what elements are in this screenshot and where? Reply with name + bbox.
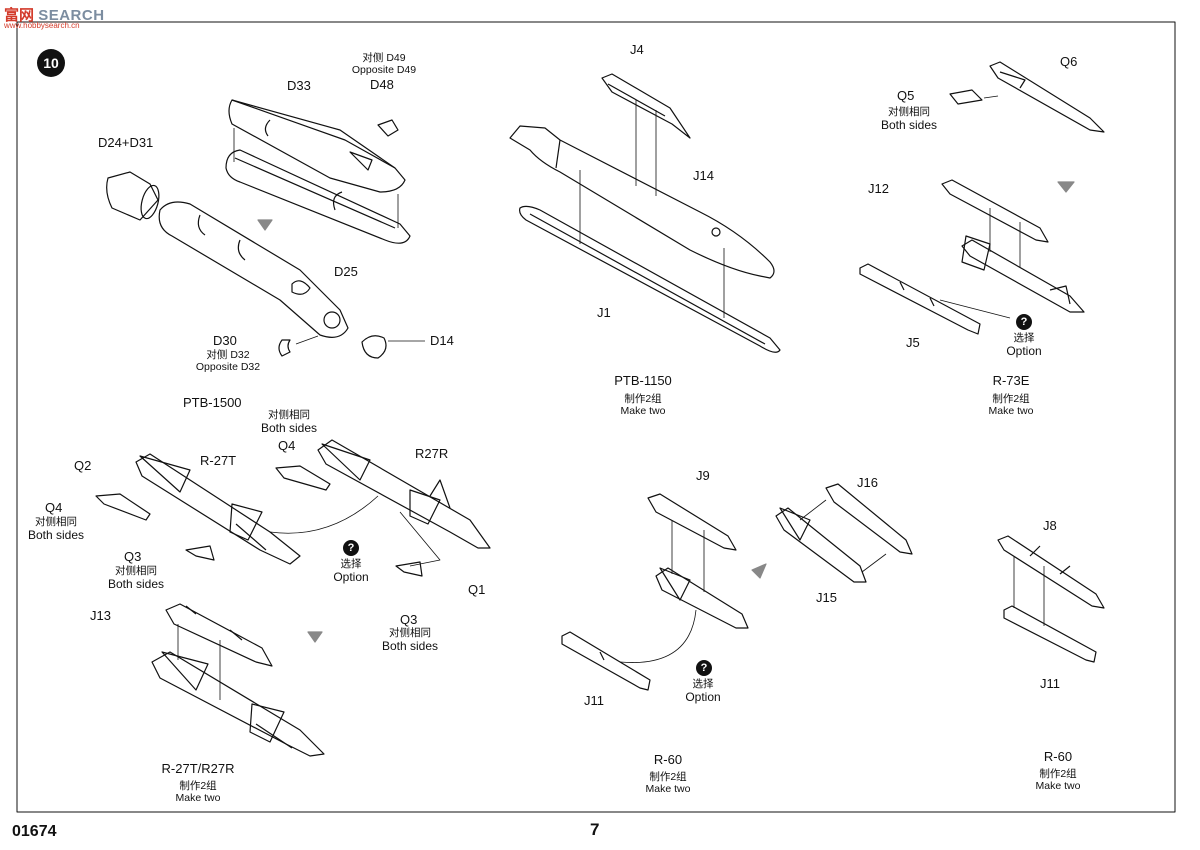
part-note-en: Both sides: [27, 528, 85, 542]
part-note-cn: 对侧相同: [114, 565, 157, 577]
part-label-j12: J12: [868, 181, 889, 196]
option-note-en: Option: [333, 570, 369, 584]
assembly-title-r27tr: R-27T/R27R: [161, 761, 235, 776]
part-label-j11-b: J11: [1040, 676, 1060, 691]
page-border: [16, 21, 1176, 813]
make-count-cn: 制作2组: [179, 780, 217, 792]
part-label-j14: J14: [693, 168, 714, 183]
assembly-title-ptb1500: PTB-1500: [183, 395, 242, 410]
make-count-en: Make two: [175, 792, 221, 804]
part-label-d14: D14: [430, 333, 454, 348]
make-count-cn: 制作2组: [992, 393, 1030, 405]
r27-drawing: [95, 439, 491, 643]
part-label-j13: J13: [90, 608, 111, 623]
part-note-en: Both sides: [260, 421, 318, 435]
part-label-r27t: R-27T: [200, 453, 237, 468]
part-label-j11-a: J11: [584, 693, 604, 708]
make-count-en: Make two: [620, 405, 666, 417]
assembly-title-ptb1150: PTB-1150: [614, 373, 672, 388]
make-count-en: Make two: [1035, 780, 1081, 792]
part-label-j5: J5: [906, 335, 920, 350]
make-count-en: Make two: [988, 405, 1034, 417]
r60a-drawing: [561, 483, 913, 691]
option-note-cn: 选择: [340, 558, 362, 570]
part-label-r27r: R27R: [415, 446, 449, 461]
option-note-en: Option: [1006, 344, 1042, 358]
part-label-j9: J9: [696, 468, 710, 483]
ptb1500-drawing: [106, 99, 425, 359]
assembly-note-r60-b: 制作2组 Make two: [1036, 768, 1081, 792]
watermark-domain: www.hobbysearch.cn: [4, 21, 80, 30]
part-label-q1: Q1: [468, 582, 486, 597]
assembly-note-r27tr: 制作2组 Make two: [176, 780, 221, 804]
part-label-j8: J8: [1043, 518, 1057, 533]
option-icon: ?: [343, 540, 359, 556]
part-note-q3-right: 对侧相同 Both sides: [382, 627, 438, 653]
product-code: 01674: [12, 823, 57, 840]
part-note-d49-cn: 对侧 D49: [362, 52, 406, 64]
part-label-q3-left: Q3: [124, 549, 142, 564]
part-label-q3-right: Q3: [400, 612, 418, 627]
watermark-logo: 富网 SEARCH www.hobbysearch.cn: [4, 4, 105, 30]
part-note-d49: 对侧 D49 Opposite D49: [352, 52, 416, 76]
part-label-q4-mid: Q4: [278, 438, 296, 453]
part-label-d33: D33: [287, 78, 311, 93]
part-label-j16: J16: [857, 475, 878, 490]
option-note-cn: 选择: [692, 678, 714, 690]
ptb1150-drawing: [509, 73, 781, 353]
watermark-brand-cn: 富: [4, 7, 20, 24]
option-note-en: Option: [685, 690, 721, 704]
option-note-r73e: 选择 Option: [1006, 332, 1041, 358]
part-label-q6: Q6: [1060, 54, 1078, 69]
part-label-j15: J15: [816, 590, 837, 605]
part-note-en: Both sides: [381, 639, 439, 653]
part-note-q4-mid: 对侧相同 Both sides: [261, 409, 317, 435]
r73e-drawing: [859, 61, 1105, 335]
part-label-d48: D48: [370, 77, 394, 92]
part-label-q5: Q5: [897, 88, 915, 103]
assembly-title-r73e: R-73E: [992, 373, 1030, 388]
part-label-q2: Q2: [74, 458, 92, 473]
assembly-note-ptb1150: 制作2组 Make two: [621, 393, 666, 417]
part-label-d25: D25: [334, 264, 358, 279]
part-note-d32-en: Opposite D32: [195, 361, 261, 373]
watermark-brand-mid: 网: [19, 7, 35, 24]
part-note-q5-cn: 对侧相同: [887, 106, 930, 118]
assembly-note-r60-a: 制作2组 Make two: [646, 771, 691, 795]
part-label-d30: D30: [213, 333, 237, 348]
assembly-title-r60-b: R-60: [1043, 749, 1073, 764]
watermark-brand-en: SEARCH: [38, 7, 105, 24]
page-number: 7: [590, 820, 600, 839]
part-note-cn: 对侧相同: [267, 409, 310, 421]
part-note-d32-cn: 对侧 D32: [206, 349, 250, 361]
part-note-d32: 对侧 D32 Opposite D32: [196, 349, 260, 373]
step-number-badge: 10: [37, 49, 65, 77]
r27tr-drawing: [151, 603, 325, 757]
r60b-drawing: [997, 535, 1105, 663]
part-note-en: Both sides: [107, 577, 165, 591]
option-note-r27: 选择 Option: [333, 558, 368, 584]
part-note-q4-left: 对侧相同 Both sides: [28, 516, 84, 542]
part-label-q4-left: Q4: [45, 500, 63, 515]
part-label-j4: J4: [630, 42, 644, 57]
option-note-r60: 选择 Option: [685, 678, 720, 704]
part-label-d24-d31: D24+D31: [98, 135, 154, 150]
make-count-cn: 制作2组: [649, 771, 687, 783]
make-count-cn: 制作2组: [1039, 768, 1077, 780]
make-count-en: Make two: [645, 783, 691, 795]
part-note-cn: 对侧相同: [388, 627, 431, 639]
make-count-cn: 制作2组: [624, 393, 662, 405]
part-label-j1: J1: [597, 305, 611, 320]
part-note-d49-en: Opposite D49: [351, 64, 417, 76]
part-note-q3-left: 对侧相同 Both sides: [108, 565, 164, 591]
assembly-title-r60-a: R-60: [653, 752, 683, 767]
part-note-q5: 对侧相同 Both sides: [881, 106, 937, 132]
assembly-note-r73e: 制作2组 Make two: [989, 393, 1034, 417]
option-icon: ?: [696, 660, 712, 676]
part-note-q5-en: Both sides: [880, 118, 938, 132]
part-note-cn: 对侧相同: [34, 516, 77, 528]
option-note-cn: 选择: [1013, 332, 1035, 344]
option-icon: ?: [1016, 314, 1032, 330]
